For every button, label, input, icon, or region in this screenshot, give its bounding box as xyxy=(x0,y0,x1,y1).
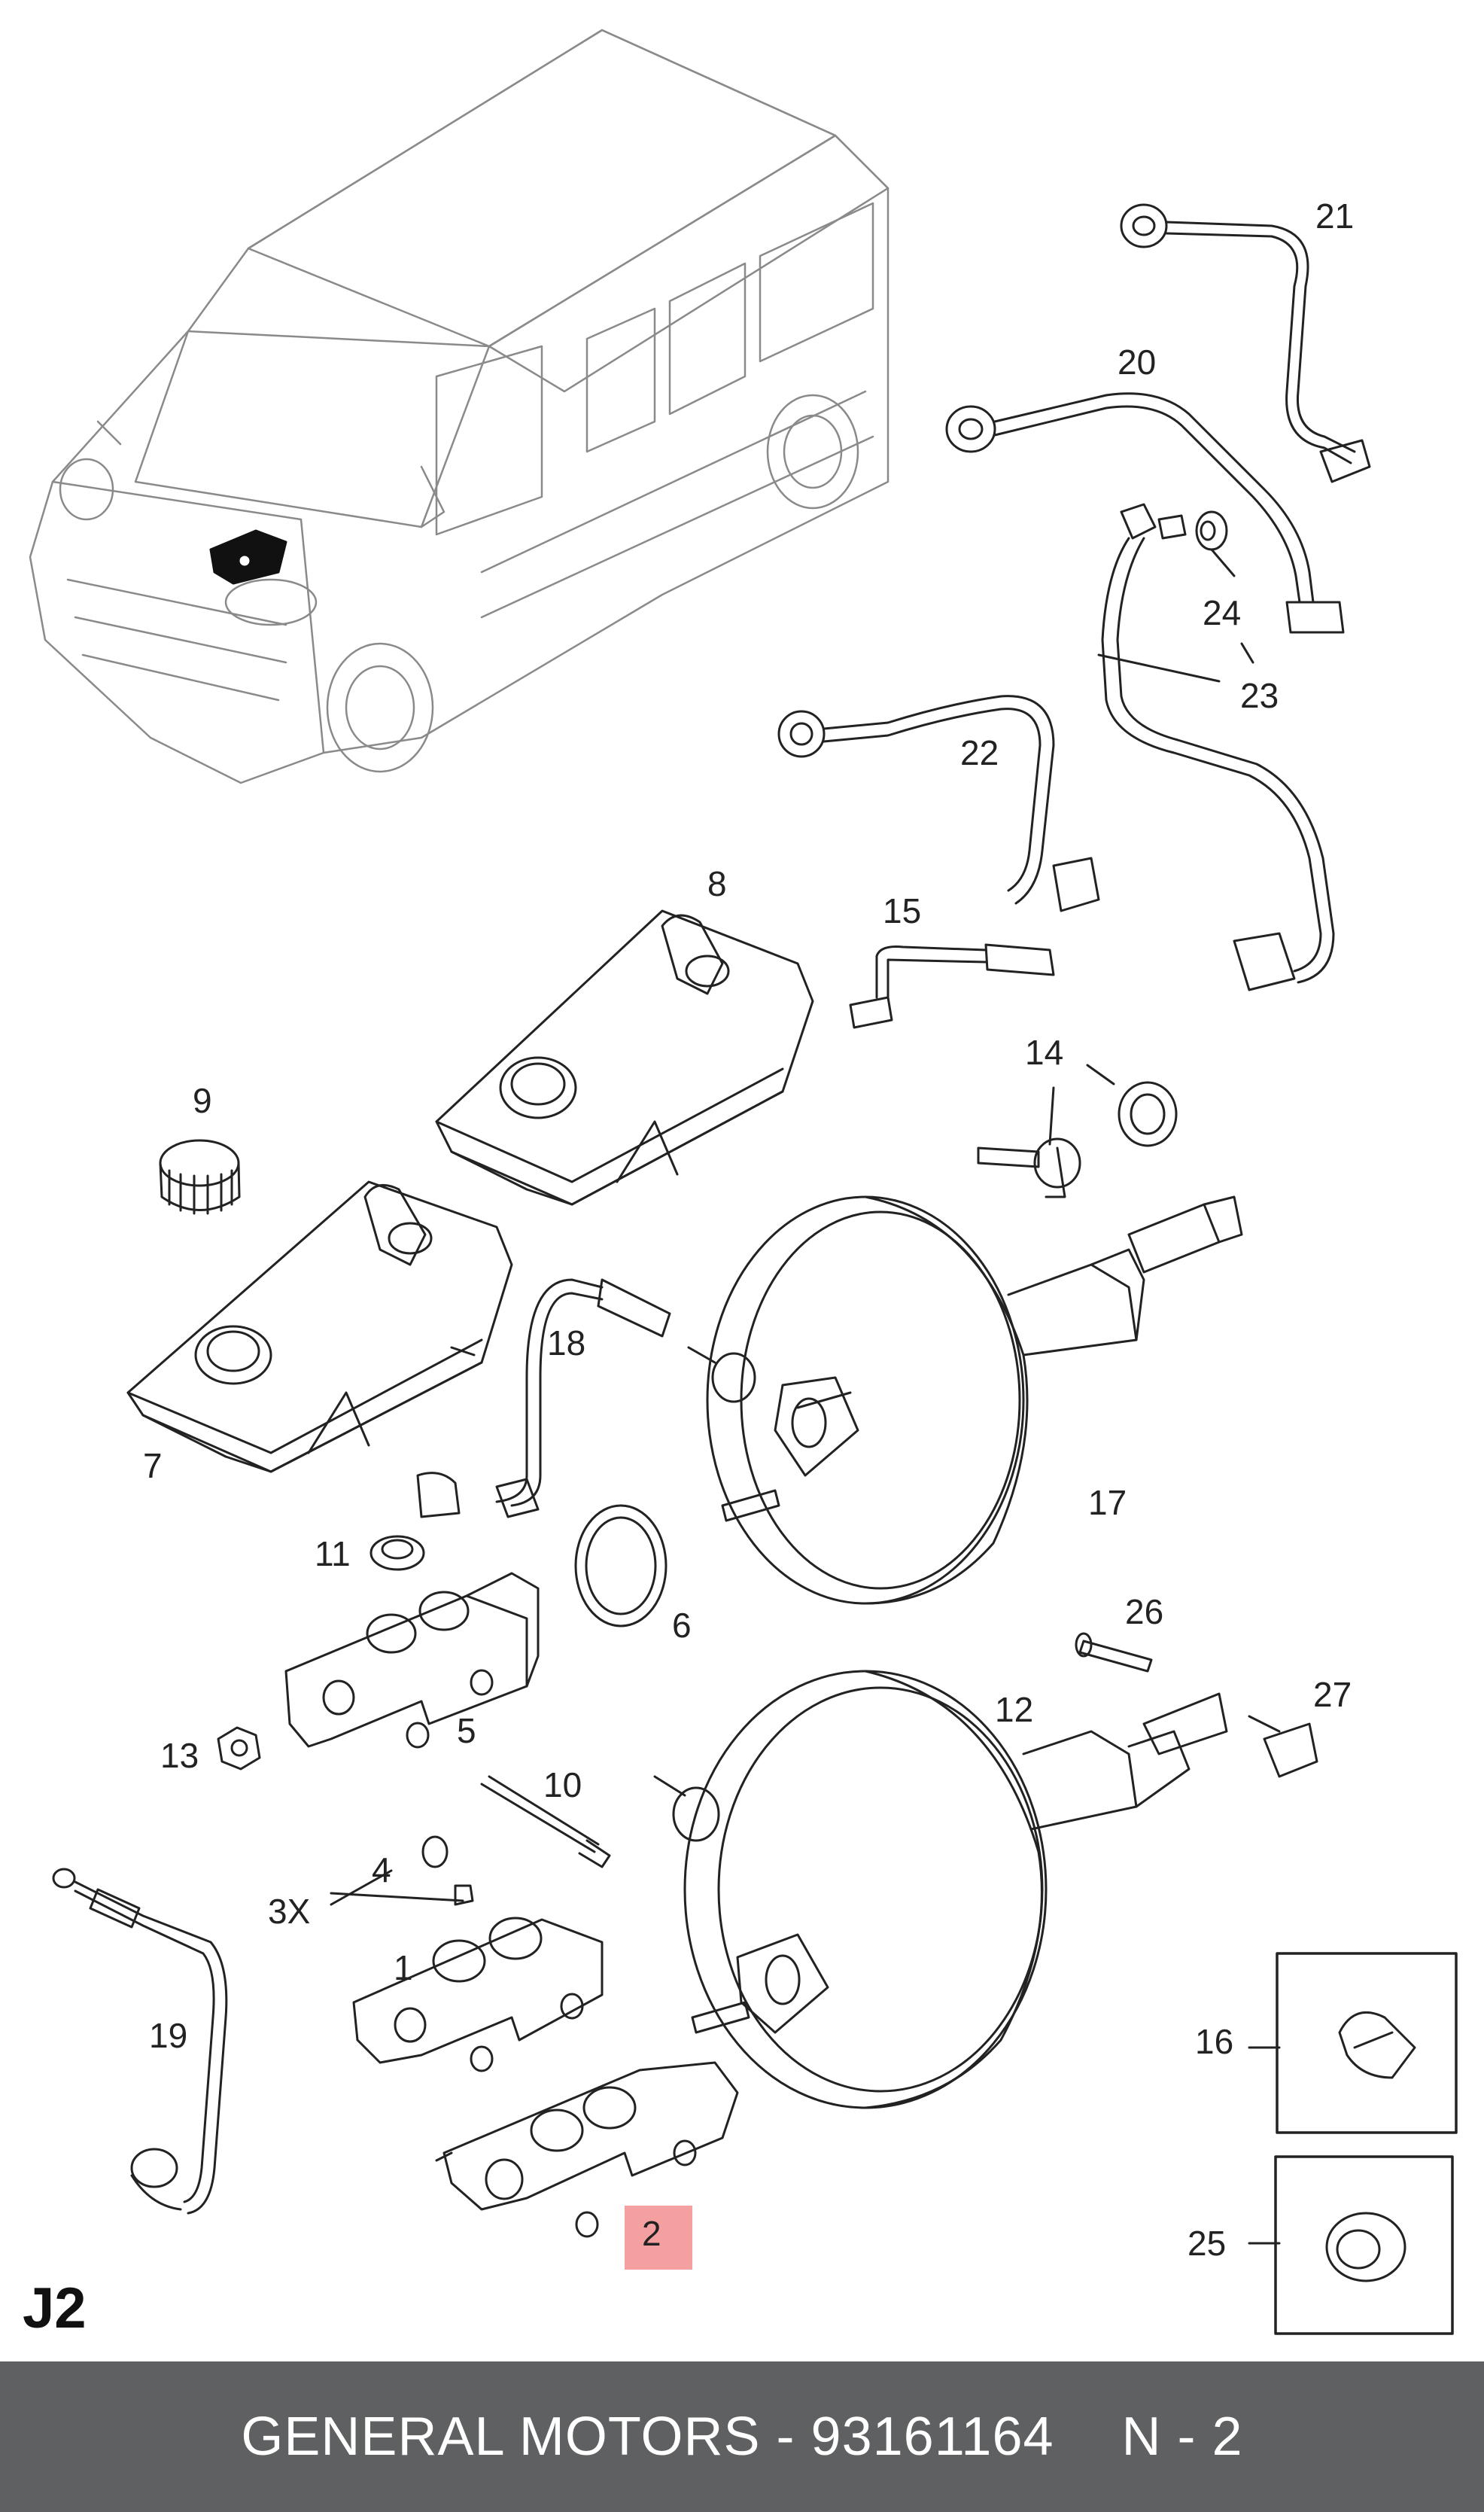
part-8-reservoir xyxy=(435,909,814,1206)
footer-part-number: 93161164 xyxy=(810,2407,1054,2467)
callout-1: 1 xyxy=(394,1948,413,1987)
part-4-cap xyxy=(421,1835,449,1868)
callout-2: 2 xyxy=(642,2214,661,2253)
part-27-clip xyxy=(1248,1715,1318,1778)
callout-3x: 3X xyxy=(268,1892,310,1931)
callout-12: 12 xyxy=(995,1690,1033,1729)
callout-15: 15 xyxy=(883,891,921,930)
part-19-pipe xyxy=(52,1868,228,2215)
part-1-master-cylinder xyxy=(352,1917,604,2072)
part-7-reservoir xyxy=(126,1180,513,1473)
part-13-nut xyxy=(217,1726,261,1771)
part-17-booster xyxy=(706,1195,1243,1605)
part-26-pin xyxy=(1075,1632,1153,1673)
callout-21: 21 xyxy=(1315,196,1354,236)
footer-bar: GENERAL MOTORS - 93161164 N - 2 xyxy=(0,2361,1484,2512)
van-highlighted-component xyxy=(209,529,287,585)
callout-6: 6 xyxy=(672,1606,692,1645)
footer-position: N - 2 xyxy=(1121,2407,1243,2467)
van-illustration xyxy=(29,29,889,784)
sheet-id: J2 xyxy=(23,2276,87,2340)
callout-7: 7 xyxy=(143,1446,163,1485)
part-18-hose xyxy=(495,1278,756,1518)
callout-14: 14 xyxy=(1025,1033,1063,1072)
part-22-hose xyxy=(777,695,1100,912)
part-20-hose xyxy=(945,392,1345,634)
footer-separator: - xyxy=(776,2407,795,2467)
part-16-clamp-inset xyxy=(1276,1952,1458,2134)
part-9-cap xyxy=(159,1139,241,1215)
callout-13: 13 xyxy=(160,1736,199,1775)
callout-25: 25 xyxy=(1188,2224,1226,2263)
part-24-grommet xyxy=(1195,510,1228,551)
part-2-master-cylinder xyxy=(435,2061,739,2238)
leader-lines xyxy=(330,548,1281,2245)
callout-8: 8 xyxy=(707,864,727,903)
part-23-hose xyxy=(1101,503,1335,991)
part-11-plug xyxy=(369,1472,461,1571)
callout-16: 16 xyxy=(1195,2022,1233,2061)
footer-brand: GENERAL MOTORS xyxy=(241,2407,761,2467)
part-15-hose xyxy=(849,943,1055,1029)
callout-17: 17 xyxy=(1088,1483,1127,1522)
callout-23: 23 xyxy=(1240,676,1279,715)
part-3x-bleed-screw xyxy=(454,1884,474,1906)
callout-2-highlight xyxy=(625,2206,692,2270)
callout-24: 24 xyxy=(1203,593,1241,632)
callout-26: 26 xyxy=(1125,1592,1163,1631)
part-6-seal xyxy=(574,1504,667,1627)
callout-labels: 21 20 24 23 22 8 15 14 9 18 7 17 11 26 6… xyxy=(143,196,1354,2263)
callout-9: 9 xyxy=(193,1081,212,1120)
part-21-hose xyxy=(1120,203,1371,483)
callout-22: 22 xyxy=(960,733,999,772)
callout-19: 19 xyxy=(149,2016,187,2055)
part-10-bolt xyxy=(480,1775,611,1868)
part-14-fitting xyxy=(977,1081,1178,1198)
callout-27: 27 xyxy=(1313,1675,1352,1714)
callout-11: 11 xyxy=(315,1534,351,1573)
callout-18: 18 xyxy=(547,1323,585,1363)
callout-5: 5 xyxy=(457,1711,476,1750)
callout-20: 20 xyxy=(1118,343,1156,382)
part-5-master-cylinder xyxy=(284,1572,540,1749)
part-25-grommet-inset xyxy=(1274,2155,1454,2335)
callout-10: 10 xyxy=(543,1765,582,1804)
callout-4: 4 xyxy=(372,1850,391,1889)
part-12-booster xyxy=(653,1670,1228,2109)
